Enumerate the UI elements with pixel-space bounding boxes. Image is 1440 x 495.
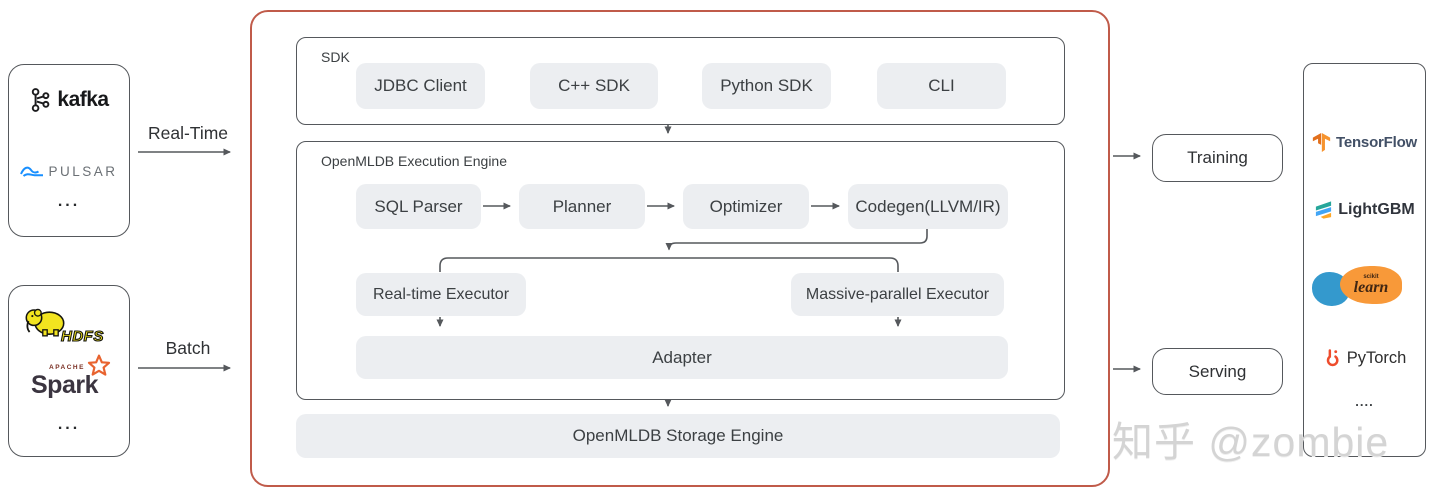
kafka-label: kafka (57, 88, 109, 111)
zhihu-watermark: 知乎 @zombie (1112, 419, 1390, 465)
learn-label: learn (1353, 279, 1389, 296)
streaming-more-ellipsis: ... (57, 193, 81, 210)
frameworks-more-ellipsis: .... (1355, 394, 1374, 409)
training-box: Training (1152, 134, 1283, 182)
pytorch-icon (1323, 348, 1342, 369)
execution-engine-box: OpenMLDB Execution Engine SQL Parser Pla… (296, 141, 1065, 400)
hdfs-logo: HDFS (23, 304, 117, 354)
chip-codegen: Codegen(LLVM/IR) (848, 184, 1008, 229)
spark-logo: APACHE Spark (31, 354, 111, 406)
chip-cpp-sdk: C++ SDK (530, 63, 658, 109)
chip-realtime-executor: Real-time Executor (356, 273, 526, 316)
batch-sources-box: HDFS APACHE Spark ... (8, 285, 130, 457)
sdk-title: SDK (321, 49, 350, 65)
serving-box: Serving (1152, 348, 1283, 395)
tensorflow-label: TensorFlow (1335, 134, 1418, 151)
chip-jdbc-client: JDBC Client (356, 63, 485, 109)
hdfs-label: HDFS (60, 327, 104, 345)
pytorch-logo: PyTorch (1304, 348, 1425, 369)
chip-cli: CLI (877, 63, 1006, 109)
chip-massive-parallel-executor: Massive-parallel Executor (791, 273, 1004, 316)
lightgbm-icon (1314, 200, 1333, 219)
scikit-label: scikit (1363, 274, 1379, 280)
chip-python-sdk: Python SDK (702, 63, 831, 109)
execution-engine-title: OpenMLDB Execution Engine (321, 153, 507, 169)
chip-adapter: Adapter (356, 336, 1008, 379)
apache-label: APACHE (49, 364, 85, 371)
hdfs-elephant-icon (23, 304, 67, 338)
tensorflow-logo: TensorFlow (1304, 132, 1425, 153)
pytorch-label: PyTorch (1346, 349, 1407, 367)
batch-flow-label: Batch (165, 338, 211, 358)
scikit-learn-orange-blob: scikit learn (1340, 266, 1402, 304)
tensorflow-icon (1312, 132, 1331, 153)
lightgbm-label: LightGBM (1338, 200, 1415, 218)
storage-engine-bar: OpenMLDB Storage Engine (296, 414, 1060, 458)
pulsar-label: PULSAR (48, 163, 118, 179)
spark-label: Spark (31, 371, 98, 399)
chip-optimizer: Optimizer (683, 184, 809, 229)
lightgbm-logo: LightGBM (1304, 200, 1425, 219)
kafka-icon (29, 87, 53, 113)
scikit-learn-logo: scikit learn (1304, 264, 1425, 312)
streaming-sources-box: kafka PULSAR ... (8, 64, 130, 237)
ml-frameworks-box: TensorFlow LightGBM scikit learn (1303, 63, 1426, 457)
batch-more-ellipsis: ... (57, 416, 81, 433)
chip-sql-parser: SQL Parser (356, 184, 481, 229)
chip-planner: Planner (519, 184, 645, 229)
sdk-box: SDK JDBC Client C++ SDK Python SDK CLI (296, 37, 1065, 125)
realtime-flow-label: Real-Time (147, 123, 229, 143)
spark-star-icon (87, 354, 111, 378)
pulsar-icon (20, 163, 44, 179)
